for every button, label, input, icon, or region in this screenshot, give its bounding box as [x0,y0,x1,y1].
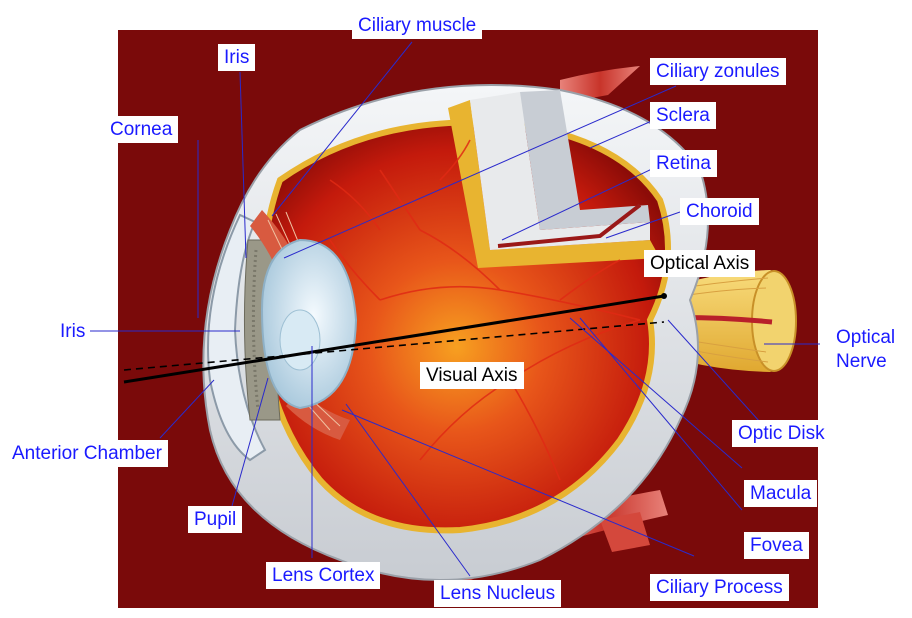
label-cornea: Cornea [104,116,178,143]
label-macula: Macula [744,480,817,507]
label-ciliary-zonules: Ciliary zonules [650,58,786,85]
optic-disk-point [661,293,667,299]
label-optical-nerve-line1: Optical [836,326,895,349]
label-retina: Retina [650,150,717,177]
label-sclera: Sclera [650,102,716,129]
label-iris-top: Iris [218,44,255,71]
label-choroid: Choroid [680,198,759,225]
label-visual-axis: Visual Axis [420,362,524,389]
label-optical-nerve-line2: Nerve [836,350,887,373]
label-lens-nucleus: Lens Nucleus [434,580,561,607]
label-lens-cortex: Lens Cortex [266,562,380,589]
label-ciliary-process: Ciliary Process [650,574,789,601]
label-fovea: Fovea [744,532,809,559]
label-iris-left: Iris [60,320,85,343]
label-optical-axis: Optical Axis [644,250,755,277]
label-anterior-chamber: Anterior Chamber [6,440,168,467]
label-pupil: Pupil [188,506,242,533]
label-optic-disk: Optic Disk [732,420,831,447]
label-ciliary-muscle: Ciliary muscle [352,12,482,39]
